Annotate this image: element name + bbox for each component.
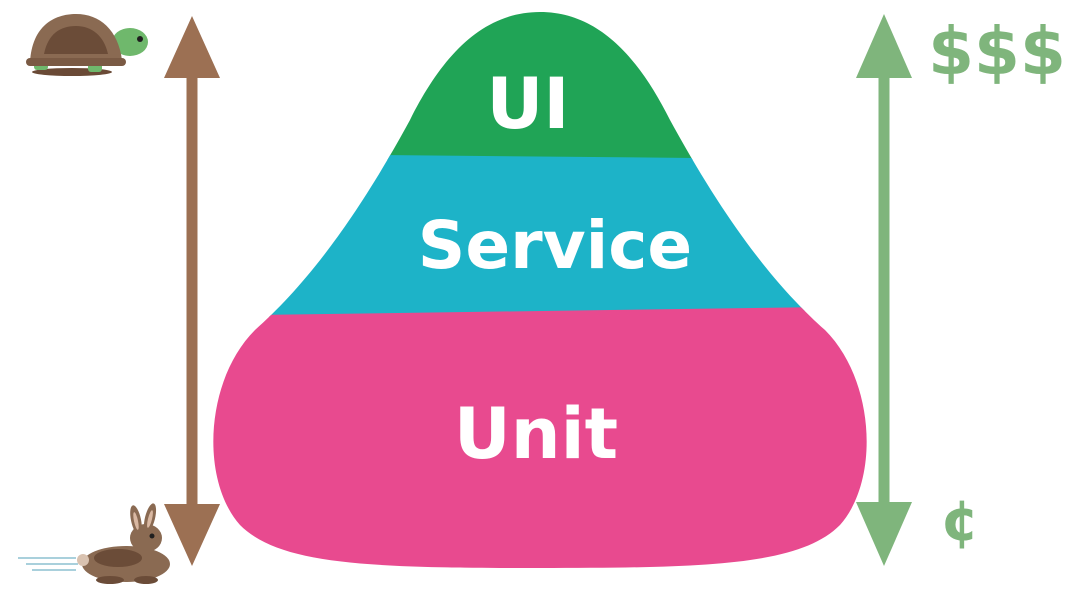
rabbit-icon <box>18 503 170 584</box>
cost-low-label: ¢ <box>941 489 980 554</box>
layer-unit-band <box>213 306 867 568</box>
speed-arrow-head-up <box>164 16 220 78</box>
cost-high-label: $$$ <box>928 13 1066 90</box>
cost-arrow-head-down <box>856 502 912 566</box>
layer-service-label: Service <box>418 207 692 284</box>
cost-axis-arrow <box>856 14 912 566</box>
layer-ui-label: UI <box>487 63 570 145</box>
layer-unit-label: Unit <box>454 393 618 475</box>
speed-arrow-head-down <box>164 504 220 566</box>
speed-axis-arrow <box>164 16 220 566</box>
cost-arrow-head-up <box>856 14 912 78</box>
turtle-icon <box>26 14 148 76</box>
